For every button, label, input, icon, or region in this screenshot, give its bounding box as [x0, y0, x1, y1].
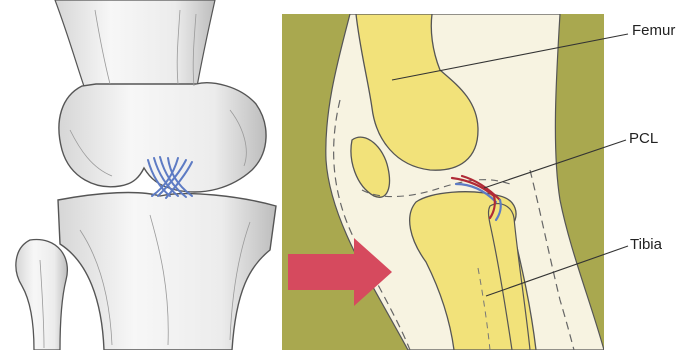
- front-view-knee-sketch: [16, 0, 276, 350]
- tibia-plateau-sketch: [58, 193, 276, 350]
- femur-label: Femur: [632, 22, 675, 39]
- femur-shaft-sketch: [55, 0, 215, 92]
- fibula-sketch: [16, 240, 67, 350]
- femur-condyles-sketch: [59, 83, 266, 192]
- pcl-label: PCL: [629, 130, 658, 147]
- tibia-label: Tibia: [630, 236, 662, 253]
- side-view-knee-diagram: [282, 14, 628, 350]
